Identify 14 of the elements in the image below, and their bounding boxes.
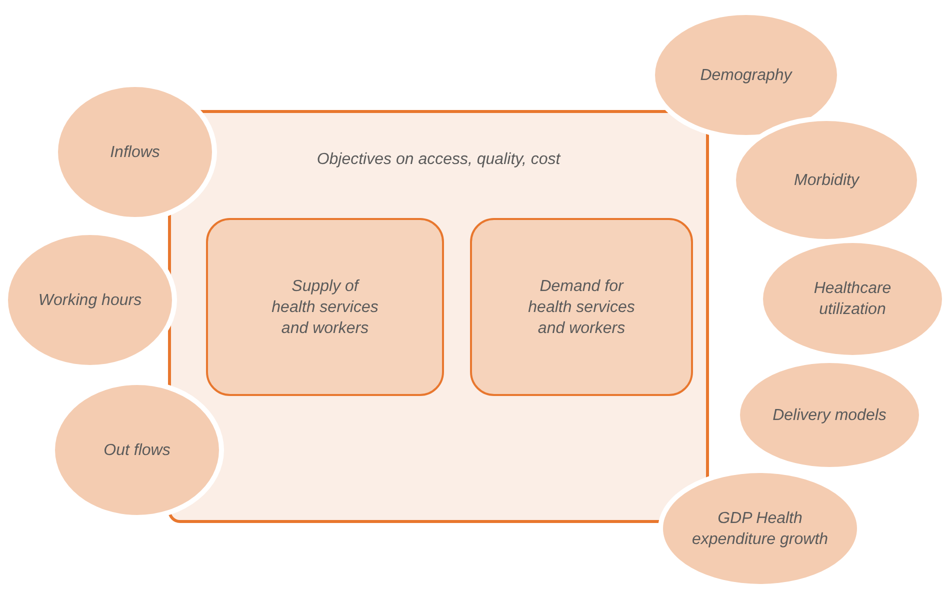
objectives-frame xyxy=(168,110,709,523)
rounded-box xyxy=(470,218,693,396)
bubble-label: Healthcare utilization xyxy=(812,279,892,320)
box-label: Demand for health services and workers xyxy=(527,276,636,338)
bubble-label: GDP Health expenditure growth xyxy=(690,508,830,550)
bubble-label: Morbidity xyxy=(793,170,861,190)
rounded-box xyxy=(206,218,444,396)
bubble-label: Out flows xyxy=(102,440,172,460)
bubble-label: Demography xyxy=(699,66,794,86)
bubble-label: Inflows xyxy=(109,142,161,162)
frame-heading: Objectives on access, quality, cost xyxy=(316,150,562,170)
bubble-label: Working hours xyxy=(37,290,143,310)
box-label: Supply of health services and workers xyxy=(270,276,380,338)
bubble-label: Delivery models xyxy=(772,406,888,426)
